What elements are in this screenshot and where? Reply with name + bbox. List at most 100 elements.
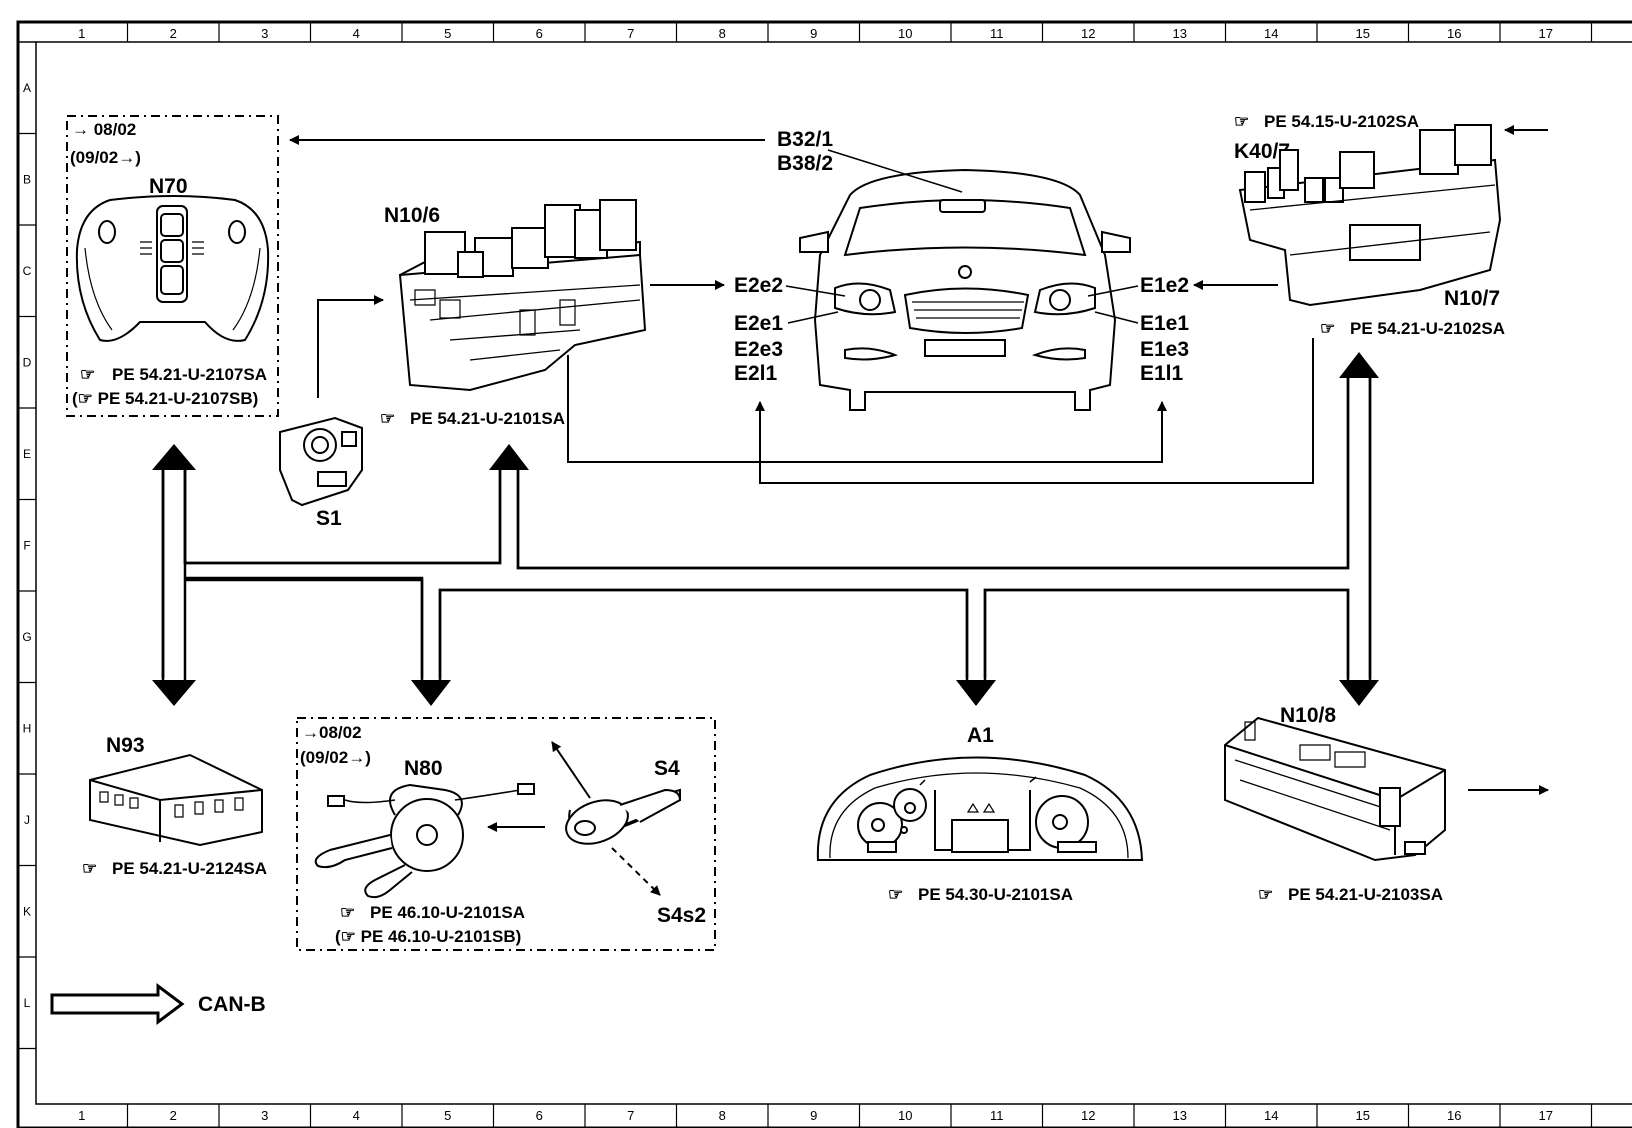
grid-column-label: 5 [444,26,451,41]
legend-can-b-label: CAN-B [198,993,266,1016]
n10-7-code: N10/7 [1444,287,1500,310]
e1l1-code: E1l1 [1140,362,1184,385]
n10-7-module-illustration [1238,124,1502,307]
a1-ref-icon: ☞ [888,885,903,904]
n10-8-code: N10/8 [1280,704,1336,727]
grid-column-label: 5 [444,1108,451,1123]
grid-row-ticks [18,132,36,1050]
grid-column-label: 8 [719,26,726,41]
grid-row-label: L [24,996,31,1010]
grid-column-label: 8 [719,1108,726,1123]
n10-6-module-illustration [398,199,647,392]
e2e2-leader [785,285,846,297]
n80-ref1: PE 46.10-U-2101SA [370,903,525,922]
grid-row-label: G [22,630,31,644]
grid-column-label: 9 [810,1108,817,1123]
grid-column-label: 4 [353,26,360,41]
n10-7-to-e2-line [755,338,1314,484]
e1e2-leader [1087,285,1139,297]
n70-ref2: (☞ PE 54.21-U-2107SB) [72,389,258,408]
a1-ref: PE 54.30-U-2101SA [918,885,1073,904]
grid-column-label: 9 [810,26,817,41]
grid-row-label: E [23,447,31,461]
n93-ref-icon: ☞ [82,859,97,878]
grid-column-label: 12 [1081,26,1095,41]
n10-6-code: N10/6 [384,204,440,227]
discrete-connections [289,125,1549,795]
grid-row-label: C [23,264,32,278]
bus-arrowhead-n93 [152,680,196,706]
grid-row-label: J [24,813,30,827]
grid-row-label: H [23,721,32,735]
bus-arrowhead-n80 [411,680,451,706]
n10-6-to-e1-line [567,355,1167,463]
n80-group: →08/02 (09/02→) N80 S4 S4s2 ☞ PE 46.10-U… [296,717,716,951]
grid-column-label: 6 [536,1108,543,1123]
grid-column-label: 14 [1264,1108,1278,1123]
grid-column-label: 4 [353,1108,360,1123]
n80-variant-box [296,717,716,951]
b32-1-code: B32/1 [777,128,833,151]
grid-column-label: 2 [170,1108,177,1123]
grid-column-label: 3 [261,1108,268,1123]
can-b-arrowheads [152,352,1379,706]
bus-arrowhead-n10-8 [1339,680,1379,706]
e1e1-leader [1094,311,1139,324]
n80-date-to: (09/02→) [300,748,371,767]
grid-column-label: 17 [1539,26,1553,41]
n70-date-to: (09/02→) [70,148,141,167]
bus-arrowhead-n70 [152,444,196,470]
grid-column-label: 1 [78,1108,85,1123]
e2e1-leader [787,311,839,324]
grid-row-label: F [23,538,30,552]
e1e3-code: E1e3 [1140,338,1189,361]
n93-code: N93 [106,734,145,757]
e2e3-code: E2e3 [734,338,783,361]
grid-column-label: 12 [1081,1108,1095,1123]
grid-column-label: 15 [1356,26,1370,41]
e1e2-code: E1e2 [1140,274,1189,297]
grid-column-label: 1 [78,26,85,41]
n80-date-from: →08/02 [302,723,362,742]
n70-variant-box [66,115,279,417]
s4-up-arrow [551,741,591,799]
grid-column-label: 10 [898,26,912,41]
n10-7-ref: PE 54.21-U-2102SA [1350,319,1505,338]
grid-column-labels: 1122334455667788991010111112121313141415… [78,26,1553,1123]
n80-code: N80 [404,757,443,780]
grid-column-label: 2 [170,26,177,41]
n10-8-ref: PE 54.21-U-2103SA [1288,885,1443,904]
bus-arrowhead-n10-6 [489,444,529,470]
k40-7-ref-icon: ☞ [1234,112,1249,131]
n70-group: → 08/02 (09/02→) N70 ☞ PE 54.21-U-2107SA… [66,115,279,417]
s1-light-switch-illustration [279,416,363,507]
n80-ref2: (☞ PE 46.10-U-2101SB) [335,927,521,946]
grid-column-label: 7 [627,26,634,41]
grid-column-label: 15 [1356,1108,1370,1123]
s4s2-code: S4s2 [657,904,706,927]
n93-ref: PE 54.21-U-2124SA [112,859,267,878]
s4-combination-switch-illustration [565,788,682,845]
e2e2-code: E2e2 [734,274,783,297]
grid-column-label: 3 [261,26,268,41]
grid-column-label: 13 [1173,26,1187,41]
n70-date-from: → 08/02 [72,120,136,139]
n80-steering-column-module-illustration [314,783,535,899]
b38-2-code: B38/2 [777,152,833,175]
n93-group: N93 ☞ PE 54.21-U-2124SA [82,734,267,878]
grid-row-label: A [23,81,31,95]
grid-column-label: 13 [1173,1108,1187,1123]
grid-column-label: 17 [1539,1108,1553,1123]
vehicle-group: B32/1 B38/2 E2e2 E2e1 E2e3 E2l1 E1e2 [734,128,1189,411]
n70-code: N70 [149,175,188,198]
n10-8-module-illustration [1224,716,1446,862]
n10-8-ref-icon: ☞ [1258,885,1273,904]
n70-ref-icon: ☞ [80,365,95,384]
n10-7-group: ☞ PE 54.15-U-2102SA K40/7 N10/7 ☞ PE 54.… [1234,112,1505,338]
legend: CAN-B [50,983,266,1025]
grid-frame [16,20,1632,1128]
n10-6-ref-icon: ☞ [380,409,395,428]
grid-row-label: B [23,172,31,186]
